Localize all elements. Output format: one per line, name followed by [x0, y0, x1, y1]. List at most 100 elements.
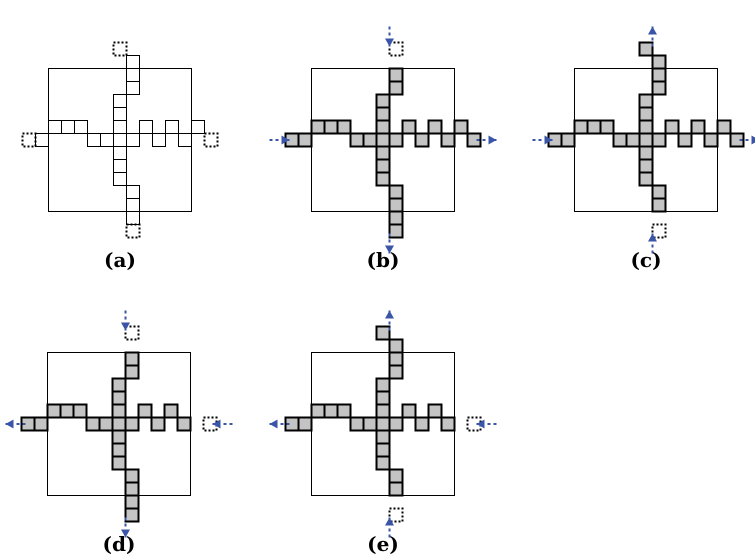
grid-cell	[111, 429, 127, 445]
grid-cell	[388, 468, 404, 484]
grid-cell	[111, 377, 127, 393]
grid-cell	[375, 171, 391, 187]
grid-cell	[46, 403, 62, 419]
caption-a: (a)	[104, 248, 136, 272]
grid-cell	[310, 119, 326, 135]
arrow-bottom-icon	[385, 517, 394, 538]
grid-cell	[677, 132, 693, 148]
grid-cell	[651, 132, 667, 148]
grid-cell	[664, 119, 680, 135]
grid-cell	[100, 133, 114, 147]
grid-cell	[85, 416, 101, 432]
grid-cell	[126, 55, 140, 69]
grid-cell	[638, 106, 654, 122]
grid-cell	[111, 390, 127, 406]
grid-cell	[638, 119, 654, 135]
grid-cell	[375, 132, 391, 148]
grid-cell	[178, 133, 192, 147]
grid-cell	[137, 403, 153, 419]
grid-cell	[651, 67, 667, 83]
grid-cell	[638, 171, 654, 187]
arrow-bottom-icon	[121, 517, 130, 538]
arrow-right-icon	[212, 419, 233, 429]
grid-cell	[48, 120, 62, 134]
arrow-left-icon	[269, 135, 290, 145]
grid-cell	[729, 132, 745, 148]
dotted-cell	[124, 325, 140, 341]
grid-cell	[388, 184, 404, 200]
grid-cell	[375, 455, 391, 471]
grid-cell	[284, 416, 300, 432]
grid-cell	[375, 442, 391, 458]
panel-d	[5, 310, 233, 538]
arrow-left-icon	[532, 135, 553, 145]
grid-cell	[124, 416, 140, 432]
grid-cell	[74, 120, 88, 134]
grid-cell	[651, 54, 667, 70]
dotted-cell	[651, 223, 667, 239]
grid-cell	[165, 120, 179, 134]
grid-cell	[349, 132, 365, 148]
grid-cell	[414, 132, 430, 148]
grid-cell	[336, 403, 352, 419]
grid-cell	[375, 93, 391, 109]
grid-cell	[20, 416, 36, 432]
grid-cell	[388, 351, 404, 367]
grid-cell	[388, 132, 404, 148]
grid-cell	[638, 41, 654, 57]
dotted-cell	[112, 41, 128, 57]
grid-cell	[638, 145, 654, 161]
arrow-right-icon	[739, 135, 755, 145]
grid-cell	[111, 403, 127, 419]
grid-cell	[651, 197, 667, 213]
dotted-cell	[388, 507, 404, 523]
grid-cell	[72, 403, 88, 419]
grid-cell	[362, 132, 378, 148]
grid-cell	[126, 211, 140, 225]
grid-cell	[388, 67, 404, 83]
grid-cell	[560, 132, 576, 148]
arrow-left-icon	[269, 419, 290, 429]
arrow-top-icon	[648, 26, 657, 47]
grid-cell	[388, 416, 404, 432]
grid-cell	[388, 80, 404, 96]
grid-cell	[388, 197, 404, 213]
arrow-right-icon	[476, 419, 497, 429]
grid-cell	[323, 119, 339, 135]
arrow-top-icon	[385, 26, 394, 47]
grid-cell	[703, 132, 719, 148]
grid-cell	[362, 416, 378, 432]
arrow-bottom-icon	[648, 233, 657, 254]
grid-cell	[375, 377, 391, 393]
caption-c: (c)	[630, 248, 661, 272]
grid-cell	[453, 119, 469, 135]
grid-cell	[176, 416, 192, 432]
grid-cell	[111, 416, 127, 432]
grid-cell	[427, 403, 443, 419]
grid-cell	[375, 429, 391, 445]
arrow-right-icon	[476, 135, 497, 145]
grid-cell	[690, 119, 706, 135]
grid-cell	[297, 416, 313, 432]
grid-cell	[375, 325, 391, 341]
grid-cell	[388, 481, 404, 497]
grid-cell	[323, 403, 339, 419]
grid-cell	[388, 223, 404, 239]
grid-cell	[150, 416, 166, 432]
grid-cell	[113, 94, 127, 108]
grid-cell	[612, 132, 628, 148]
grid-cell	[126, 133, 140, 147]
grid-cell	[375, 390, 391, 406]
grid-cell	[388, 364, 404, 380]
grid-cell	[113, 107, 127, 121]
grid-cell	[440, 132, 456, 148]
panel-a	[21, 41, 219, 239]
grid-cell	[310, 403, 326, 419]
grid-cell	[388, 210, 404, 226]
grid-cell	[573, 119, 589, 135]
dotted-cell	[21, 132, 37, 148]
grid-cell	[297, 132, 313, 148]
grid-cell	[401, 403, 417, 419]
grid-cell	[651, 80, 667, 96]
